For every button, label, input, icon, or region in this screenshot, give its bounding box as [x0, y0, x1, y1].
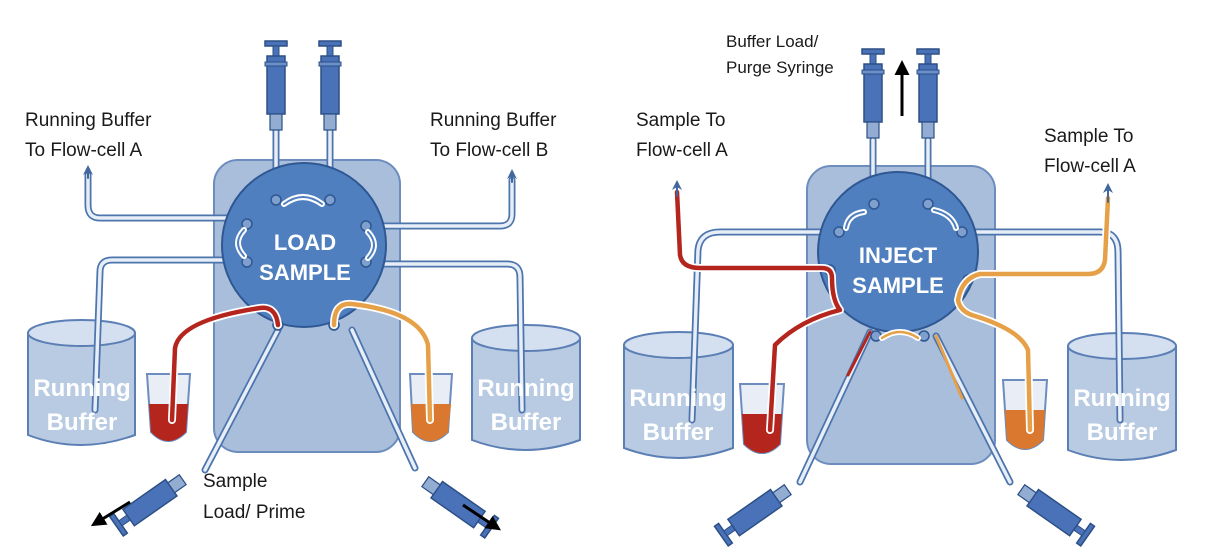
reservoir-right-line1: Running — [477, 375, 574, 402]
valve-label-line1-2: INJECT — [859, 243, 938, 268]
syringe-top-left — [264, 40, 288, 131]
syringe-tubing-bottom — [201, 326, 419, 474]
valve-rotor — [221, 162, 387, 328]
reservoir-left-line2: Buffer — [47, 409, 118, 436]
orange-sample-line-2 — [934, 183, 1113, 434]
left-panel: LOAD SAMPLE Running Buffer Running Buffe… — [25, 40, 581, 539]
orange-sample-cup-2 — [1001, 379, 1049, 450]
red-sample-cup — [145, 373, 192, 442]
valve-grooves — [235, 194, 377, 261]
syringe-bottom-left-2 — [713, 479, 796, 547]
buffer-tubing-right — [366, 169, 526, 414]
orange-sample-line — [330, 299, 434, 424]
label-sample-left-line2: Flow-cell A — [636, 140, 728, 161]
label-flowcell-a-line2: To Flow-cell A — [25, 140, 143, 161]
label-syringe-line1: Buffer Load/ — [726, 32, 819, 51]
valve-label-line2: SAMPLE — [259, 260, 351, 285]
label-flowcell-b-line1: Running Buffer — [430, 110, 557, 131]
reservoir-right-line2-2: Buffer — [1087, 419, 1158, 446]
syringe-bottom-left — [108, 469, 191, 537]
reservoir-right-line1-2: Running — [1073, 385, 1170, 412]
arrow-waste-out-icon — [462, 503, 501, 531]
running-buffer-reservoir-left — [27, 319, 136, 446]
reservoir-left-line1: Running — [33, 375, 130, 402]
syringe-bottom-right — [417, 471, 500, 539]
running-buffer-reservoir-right — [471, 324, 581, 451]
reservoir-right-line2: Buffer — [491, 409, 562, 436]
label-sample-right-line2: Flow-cell A — [1044, 156, 1136, 177]
buffer-tubing-right-2 — [968, 228, 1124, 424]
valve-label-line1: LOAD — [274, 230, 336, 255]
syringe-top-right — [318, 40, 342, 131]
valve-ports-2 — [824, 198, 974, 342]
buffer-tubing-left-2 — [688, 228, 834, 424]
valve-label-line2-2: SAMPLE — [852, 273, 944, 298]
red-sample-line — [168, 303, 282, 424]
syringe-top-right-2 — [916, 48, 940, 139]
label-sample-line2: Load/ Prime — [203, 502, 305, 523]
label-flowcell-b-line2: To Flow-cell B — [430, 140, 548, 161]
syringe-top-left-2 — [861, 48, 885, 139]
running-buffer-reservoir-left-2 — [623, 331, 734, 459]
valve-grooves-2 — [843, 207, 959, 341]
right-panel: INJECT SAMPLE Running Buffer Running Buf… — [623, 32, 1177, 547]
reservoir-left-line1-2: Running — [629, 385, 726, 412]
syringe-bottom-right-2 — [1013, 479, 1096, 547]
arrow-sample-out-icon — [90, 500, 131, 527]
red-sample-line-2 — [672, 180, 872, 434]
buffer-tubing-left — [83, 165, 254, 414]
label-syringe-line2: Purge Syringe — [726, 58, 834, 77]
red-sample-cup-2 — [738, 383, 786, 454]
label-sample-left-line1: Sample To — [636, 110, 725, 131]
label-sample-right-line1: Sample To — [1044, 126, 1133, 147]
label-flowcell-a-line1: Running Buffer — [25, 110, 152, 131]
label-sample-line1: Sample — [203, 471, 267, 492]
reservoir-left-line2-2: Buffer — [643, 419, 714, 446]
